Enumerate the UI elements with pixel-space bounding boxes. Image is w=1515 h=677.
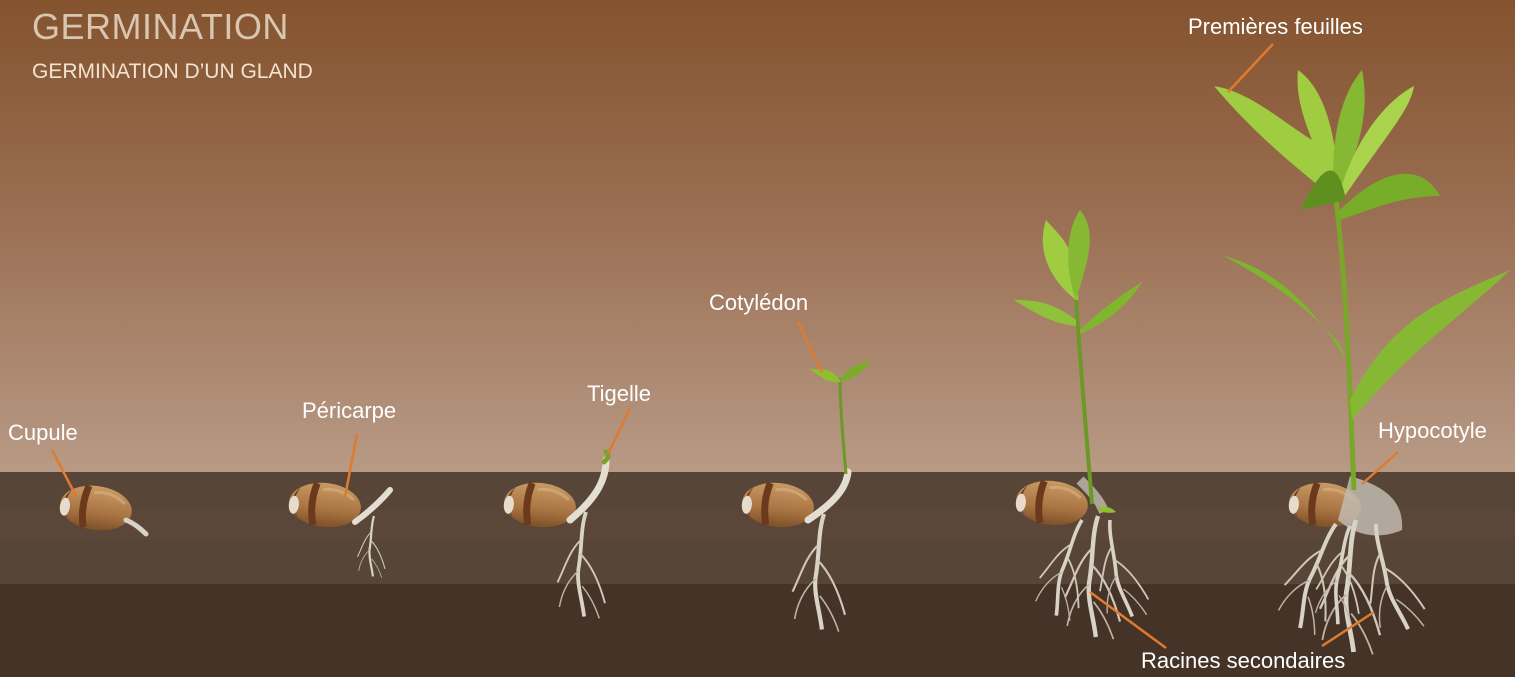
label-pericarpe: Péricarpe — [302, 398, 396, 424]
page-subtitle: GERMINATION D’UN GLAND — [32, 60, 313, 84]
page-title: GERMINATION — [32, 6, 289, 48]
label-cotyledon: Cotylédon — [709, 290, 808, 316]
label-cupule: Cupule — [8, 420, 78, 446]
label-premieres-feuilles: Premières feuilles — [1188, 14, 1363, 40]
label-racines-secondaires: Racines secondaires — [1141, 648, 1345, 674]
label-hypocotyle: Hypocotyle — [1378, 418, 1487, 444]
label-tigelle: Tigelle — [587, 381, 651, 407]
